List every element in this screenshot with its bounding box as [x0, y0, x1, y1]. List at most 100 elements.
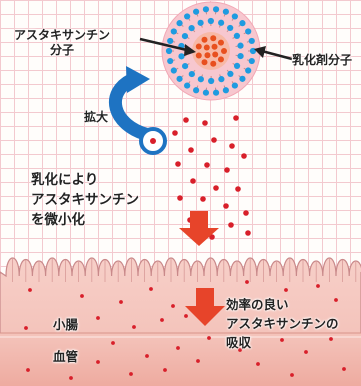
emulsifier-head [212, 6, 220, 13]
droplet [233, 115, 239, 121]
down-arrow-bottom [185, 288, 225, 326]
emulsifier-head [165, 47, 173, 55]
emulsifier-head [193, 87, 200, 94]
droplet [241, 153, 247, 159]
astaxanthin-dot [221, 48, 227, 54]
droplet [200, 196, 206, 202]
astaxanthin-dot [201, 36, 208, 43]
droplet [228, 222, 234, 228]
droplet [209, 234, 215, 240]
emulsifier-head [188, 70, 195, 78]
pointer-lines [139, 37, 293, 61]
droplet [229, 143, 235, 149]
emulsifier-head [245, 28, 252, 35]
absorbed-droplet [280, 338, 284, 342]
blood-vessel-label: 血管 [53, 349, 79, 364]
emulsifier-molecule-label: 乳化剤分子 [292, 53, 353, 67]
absorbed-droplet [329, 337, 333, 341]
droplet [172, 130, 178, 136]
emulsifier-head [167, 37, 174, 45]
emulsifier-head [231, 13, 238, 20]
droplet [177, 195, 183, 201]
droplet [213, 185, 219, 191]
absorbed-droplet [129, 372, 133, 376]
droplet [235, 186, 241, 192]
droplet [204, 162, 210, 168]
emulsifier-head [202, 89, 210, 96]
emulsifier-head [208, 77, 215, 85]
down-arrow-top [179, 211, 219, 246]
absorbed-droplet [96, 360, 100, 364]
emulsifier-head [222, 87, 229, 94]
emulsifier-head [222, 8, 229, 15]
emulsifier-head [207, 17, 214, 25]
emulsifier-head [167, 57, 174, 65]
emulsifier-head [170, 67, 177, 74]
droplet [202, 120, 208, 126]
emulsifier-head [237, 52, 244, 60]
astaxanthin-molecule-label: アスタキサンチン 分子 [14, 28, 111, 57]
efficient-absorption-label: 効率の良い アスタキサンチンの 吸収 [226, 297, 339, 350]
emulsifier-head [193, 8, 200, 15]
absorbed-droplet [160, 318, 164, 322]
emulsifier-head [197, 76, 204, 83]
emulsifier-head [227, 24, 234, 32]
absorbed-droplet [304, 350, 308, 354]
emulsifier-head [231, 82, 238, 89]
astaxanthin-dot [195, 43, 202, 50]
emulsifier-head [248, 37, 255, 45]
absorbed-droplet [334, 298, 338, 302]
absorbed-droplet [111, 341, 115, 345]
small-intestine-label: 小腸 [53, 317, 79, 332]
absorbed-droplet [26, 368, 30, 372]
absorbed-droplet [132, 325, 136, 329]
absorbed-droplet [171, 304, 175, 308]
emulsifier-head [245, 67, 252, 74]
absorbed-droplet [256, 362, 260, 366]
astaxanthin-dot [210, 60, 217, 67]
absorbed-droplet [80, 294, 84, 298]
emulsifier-head [181, 33, 189, 40]
droplet [175, 161, 181, 167]
astaxanthin-dot [195, 52, 202, 59]
astaxanthin-dot [217, 39, 224, 46]
emulsifier-head [176, 20, 183, 27]
droplet [245, 230, 251, 236]
absorbed-droplet [196, 359, 200, 363]
absorbed-droplet [163, 368, 167, 372]
droplet [190, 178, 196, 184]
absorbed-droplet [96, 316, 100, 320]
droplet [183, 117, 189, 123]
astaxanthin-dot [212, 51, 219, 58]
emulsifier-head [218, 19, 225, 26]
astaxanthin-dot [211, 43, 218, 50]
emulsifier-head [202, 6, 210, 13]
emulsified-droplets [172, 115, 251, 240]
emulsifier-head [176, 75, 183, 82]
emulsifier-head [184, 82, 191, 89]
astaxanthin-dot [203, 44, 210, 51]
emulsify-label: 乳化により アスタキサンチン を微小化 [31, 172, 139, 228]
absorbed-droplet [28, 288, 32, 292]
enlarge-arrow [109, 66, 167, 155]
astaxanthin-dot [217, 56, 224, 63]
droplet [223, 203, 229, 209]
absorbed-droplet [207, 336, 211, 340]
emulsified-particle [161, 1, 261, 101]
emulsifier-head [178, 53, 185, 60]
absorbed-droplet [342, 367, 346, 371]
droplet [211, 137, 217, 143]
absorbed-droplet [24, 326, 28, 330]
enlarge-label: 拡大 [84, 110, 109, 124]
emulsifier-head [233, 62, 241, 69]
droplet [243, 210, 249, 216]
emulsifier-head [227, 70, 234, 77]
emulsifier-head [181, 63, 189, 70]
emulsifier-head [239, 20, 246, 27]
droplet [224, 167, 230, 173]
emulsifier-head [218, 76, 225, 83]
absorbed-droplet [184, 314, 188, 318]
absorbed-droplet [119, 300, 123, 304]
droplet [188, 147, 194, 153]
